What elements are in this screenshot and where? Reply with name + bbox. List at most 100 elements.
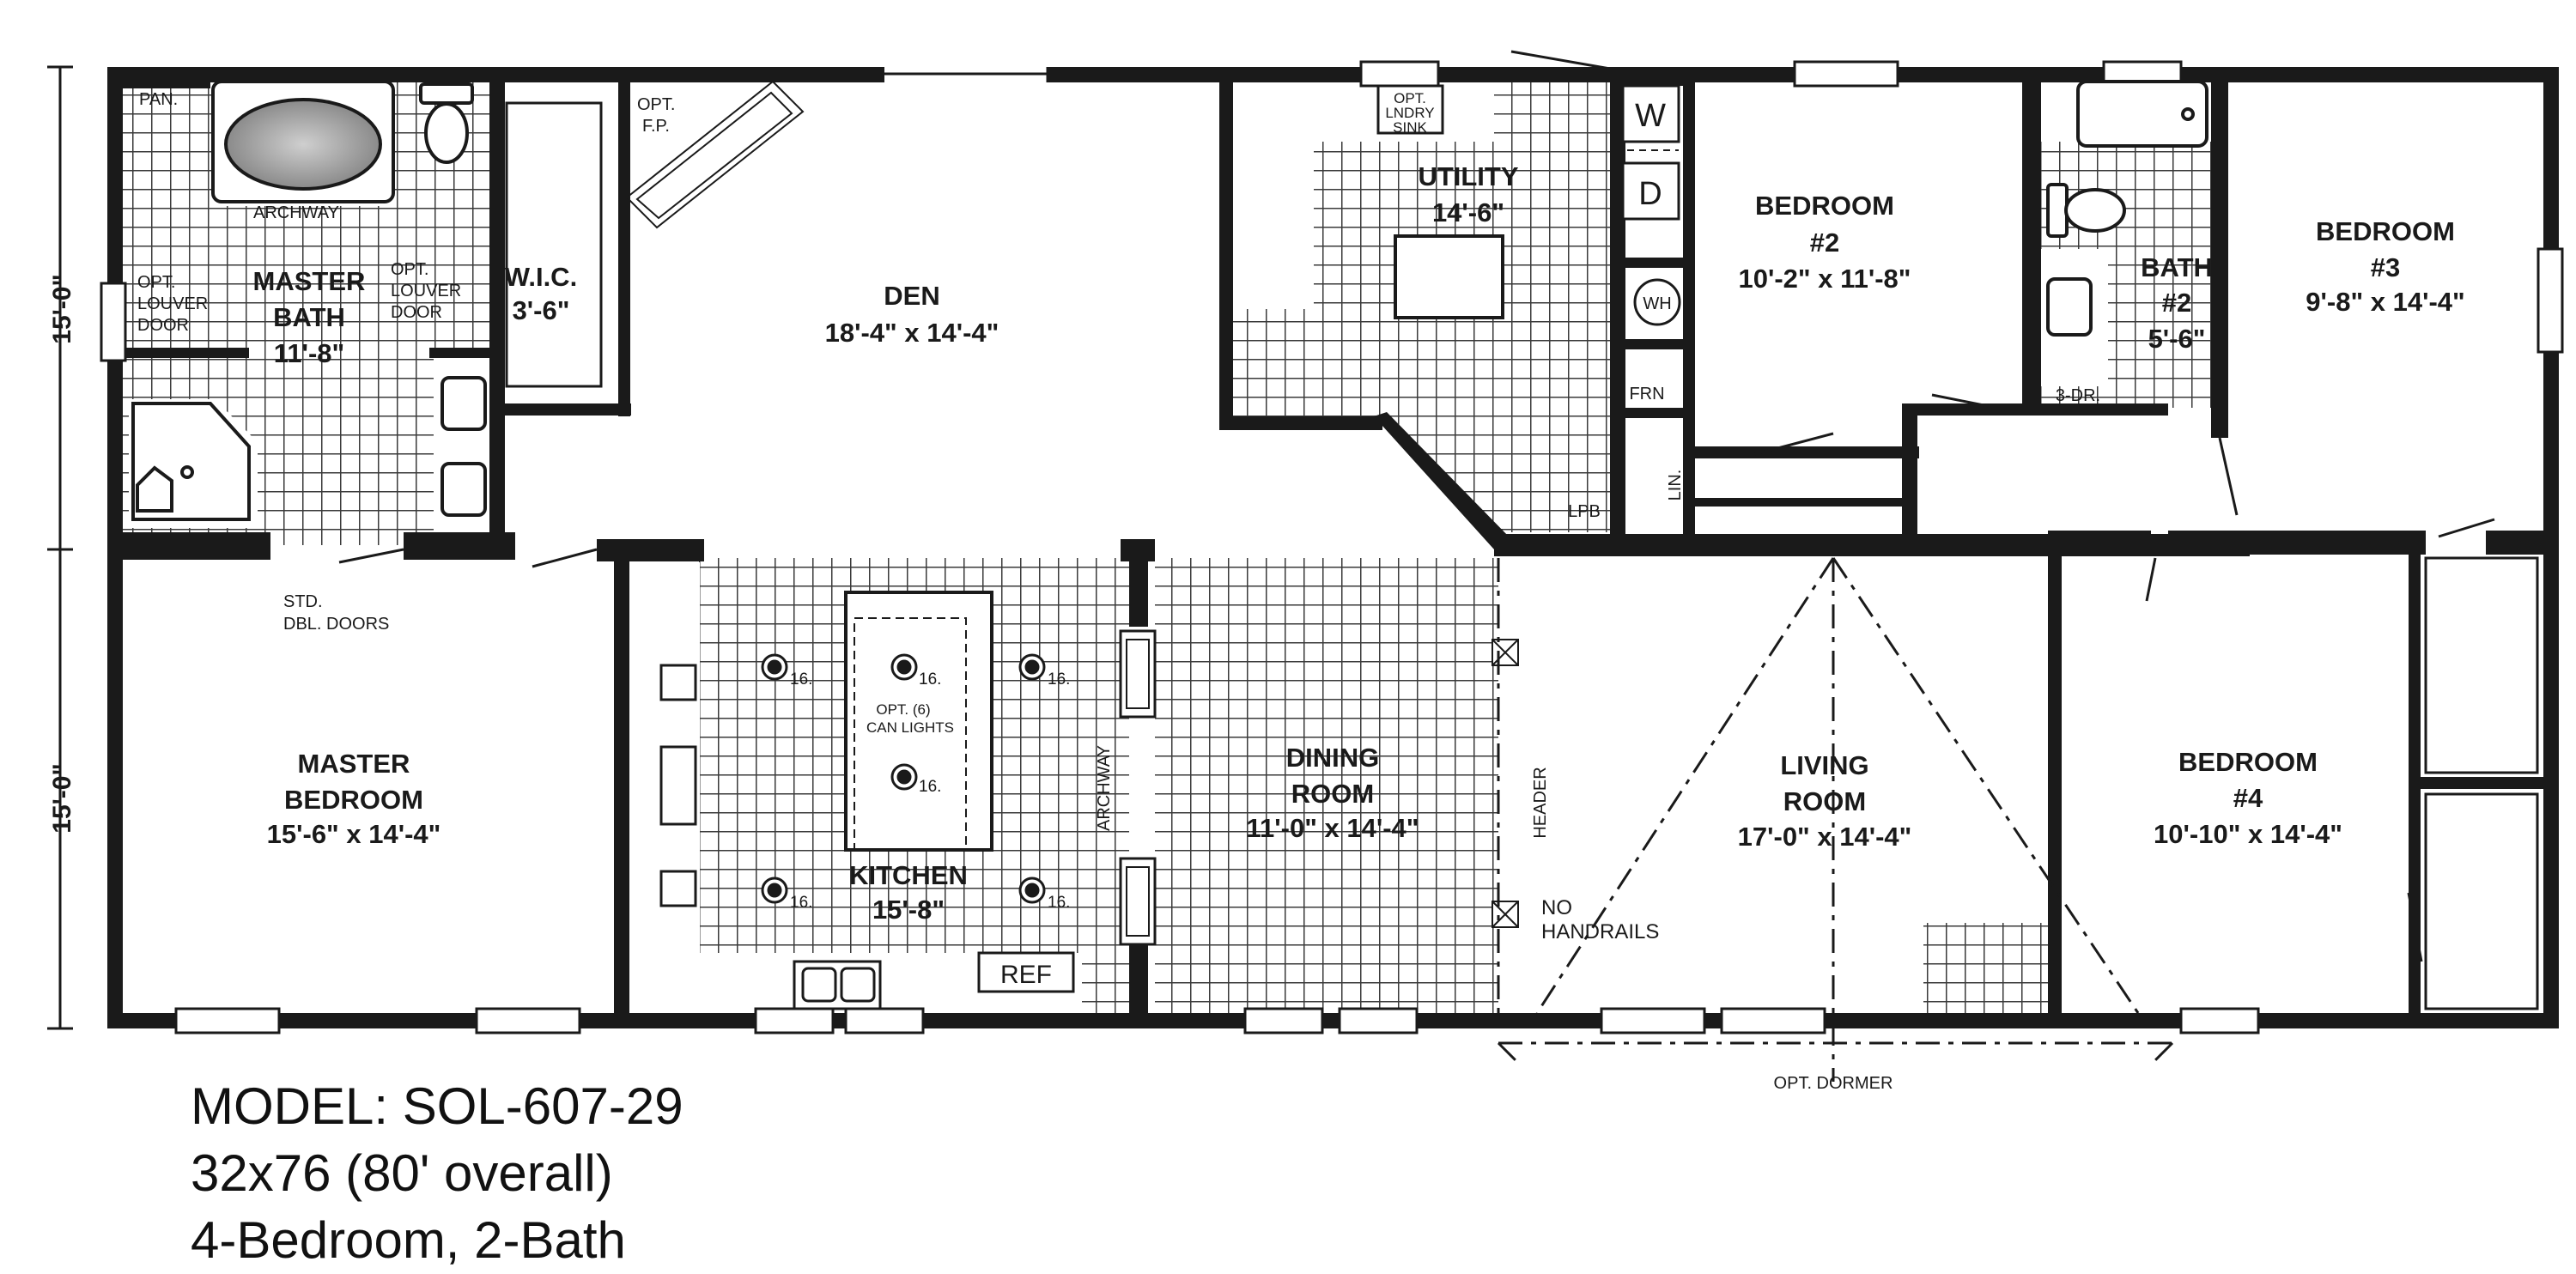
louver-left-3: DOOR xyxy=(137,316,189,335)
utility-name: UTILITY xyxy=(1418,161,1518,191)
ref-label: REF xyxy=(1000,961,1052,989)
doors xyxy=(338,50,2495,962)
range-icon xyxy=(659,745,697,826)
std-doors-2: DBL. DOORS xyxy=(283,615,389,634)
bedroom3-name-1: BEDROOM xyxy=(2316,216,2455,246)
living-name-1: LIVING xyxy=(1780,750,1868,780)
three-dr-label: 3-DR. xyxy=(2056,386,2100,405)
opt-fp-1: OPT. xyxy=(637,95,675,114)
lndry-sink-3: SINK xyxy=(1393,119,1427,136)
washer-icon xyxy=(1621,84,1680,143)
dining-name-2: ROOM xyxy=(1291,779,1374,809)
model-info: MODEL: SOL-607-29 32x76 (80' overall) 4-… xyxy=(191,1073,683,1274)
dimension-upper: 15'-0" xyxy=(48,274,76,343)
model-dimensions: 32x76 (80' overall) xyxy=(191,1144,613,1202)
dryer-label: D xyxy=(1638,176,1662,212)
opt-dormer-label: OPT. DORMER xyxy=(1774,1074,1893,1093)
can-lights-2: CAN LIGHTS xyxy=(866,719,954,736)
no-handrails-1: NO xyxy=(1541,896,1572,919)
master-bedroom-size: 15'-6" x 14'-4" xyxy=(267,819,441,849)
header-label: HEADER xyxy=(1531,767,1550,838)
lndry-sink-1: OPT. xyxy=(1394,90,1426,106)
closet-shelf-icon xyxy=(505,101,603,388)
water-heater-icon xyxy=(1633,278,1681,326)
can-size-6: 16. xyxy=(1048,894,1070,912)
living-name-2: ROOM xyxy=(1783,786,1866,816)
fixtures xyxy=(131,80,2539,1010)
bath2-size: 5'-6" xyxy=(2148,324,2206,354)
sink-2-icon xyxy=(2046,277,2093,337)
bedroom2-name-2: #2 xyxy=(1810,228,1839,258)
laundry-sink-icon xyxy=(1376,84,1444,135)
refrigerator-icon xyxy=(977,951,1075,993)
utility-size: 14'-6" xyxy=(1432,197,1504,228)
labels: 15'-0" 15'-0" PAN. ARCHWAY OPT. LOUVER D… xyxy=(48,90,2465,1093)
den-name: DEN xyxy=(884,281,939,311)
toilet-2-icon xyxy=(2046,183,2069,238)
louver-right-3: DOOR xyxy=(391,303,442,322)
opt-fp-2: F.P. xyxy=(642,117,670,136)
lndry-sink-2: LNDRY xyxy=(1385,105,1434,121)
master-bath-name-2: BATH xyxy=(273,302,345,332)
can-lights-outline xyxy=(854,617,967,851)
bedroom2-name-1: BEDROOM xyxy=(1755,191,1894,221)
no-handrails-2: HANDRAILS xyxy=(1541,920,1659,943)
lpb-label: LPB xyxy=(1568,502,1601,521)
lin-label: LIN. xyxy=(1666,470,1685,501)
can-size-2: 16. xyxy=(919,670,941,689)
dimension-lower: 15'-0" xyxy=(48,763,76,833)
dormer-lines xyxy=(1497,557,2174,1082)
can-lights xyxy=(761,653,1046,904)
bedroom2-size: 10'-2" x 11'-8" xyxy=(1739,264,1911,294)
bathtub-2-icon xyxy=(2076,80,2208,148)
bedroom3-size: 9'-8" x 14'-4" xyxy=(2306,287,2464,317)
sink-icon xyxy=(440,376,487,431)
den-size: 18'-4" x 14'-4" xyxy=(825,318,999,348)
dining-name-1: DINING xyxy=(1286,743,1380,773)
archway-bath-label: ARCHWAY xyxy=(253,203,339,222)
model-rooms: 4-Bedroom, 2-Bath xyxy=(191,1211,626,1269)
bath2-name-1: BATH xyxy=(2141,252,2213,282)
master-bath-name-1: MASTER xyxy=(253,266,366,296)
std-doors-1: STD. xyxy=(283,592,323,611)
wic-size: 3'-6" xyxy=(513,295,570,325)
bath2-name-2: #2 xyxy=(2162,288,2191,318)
windows xyxy=(100,60,2564,1034)
bedroom4-name-2: #4 xyxy=(2233,783,2263,813)
wic-name: W.I.C. xyxy=(505,262,577,292)
bedroom4-name-1: BEDROOM xyxy=(2178,747,2318,777)
toilet-icon xyxy=(419,82,474,105)
can-size-5: 16. xyxy=(790,894,812,912)
model-number: MODEL: SOL-607-29 xyxy=(191,1077,683,1135)
master-bedroom-name-2: BEDROOM xyxy=(284,785,423,815)
living-size: 17'-0" x 14'-4" xyxy=(1738,822,1912,852)
washer-label: W xyxy=(1635,98,1666,134)
bedroom3-name-2: #3 xyxy=(2371,252,2400,282)
dryer-icon xyxy=(1621,161,1680,221)
fireplace-icon xyxy=(625,80,805,229)
dimension-lines xyxy=(47,65,73,1030)
can-size-3: 16. xyxy=(1048,670,1070,689)
kitchen-name: KITCHEN xyxy=(849,860,968,890)
archway-kitchen-label: ARCHWAY xyxy=(1095,745,1114,831)
pan-label: PAN. xyxy=(139,90,178,109)
can-size-1: 16. xyxy=(790,670,812,689)
can-lights-1: OPT. (6) xyxy=(876,701,930,718)
tub-basin-icon xyxy=(224,98,382,191)
kitchen-size: 15'-8" xyxy=(872,895,945,925)
walls xyxy=(107,67,2559,1028)
louver-right-1: OPT. xyxy=(391,260,428,279)
can-size-4: 16. xyxy=(919,778,941,796)
bedroom4-size: 10'-10" x 14'-4" xyxy=(2154,819,2342,849)
master-bath-size: 11'-8" xyxy=(274,338,344,368)
frn-label: FRN xyxy=(1629,385,1664,403)
dining-size: 11'-0" x 14'-4" xyxy=(1247,813,1419,843)
louver-right-2: LOUVER xyxy=(391,282,461,300)
master-bedroom-name-1: MASTER xyxy=(298,749,410,779)
louver-left-2: LOUVER xyxy=(137,294,208,313)
louver-left-1: OPT. xyxy=(137,273,175,292)
wh-label: WH xyxy=(1643,294,1671,313)
shower-icon xyxy=(131,402,251,521)
sink-icon-2 xyxy=(440,462,487,517)
